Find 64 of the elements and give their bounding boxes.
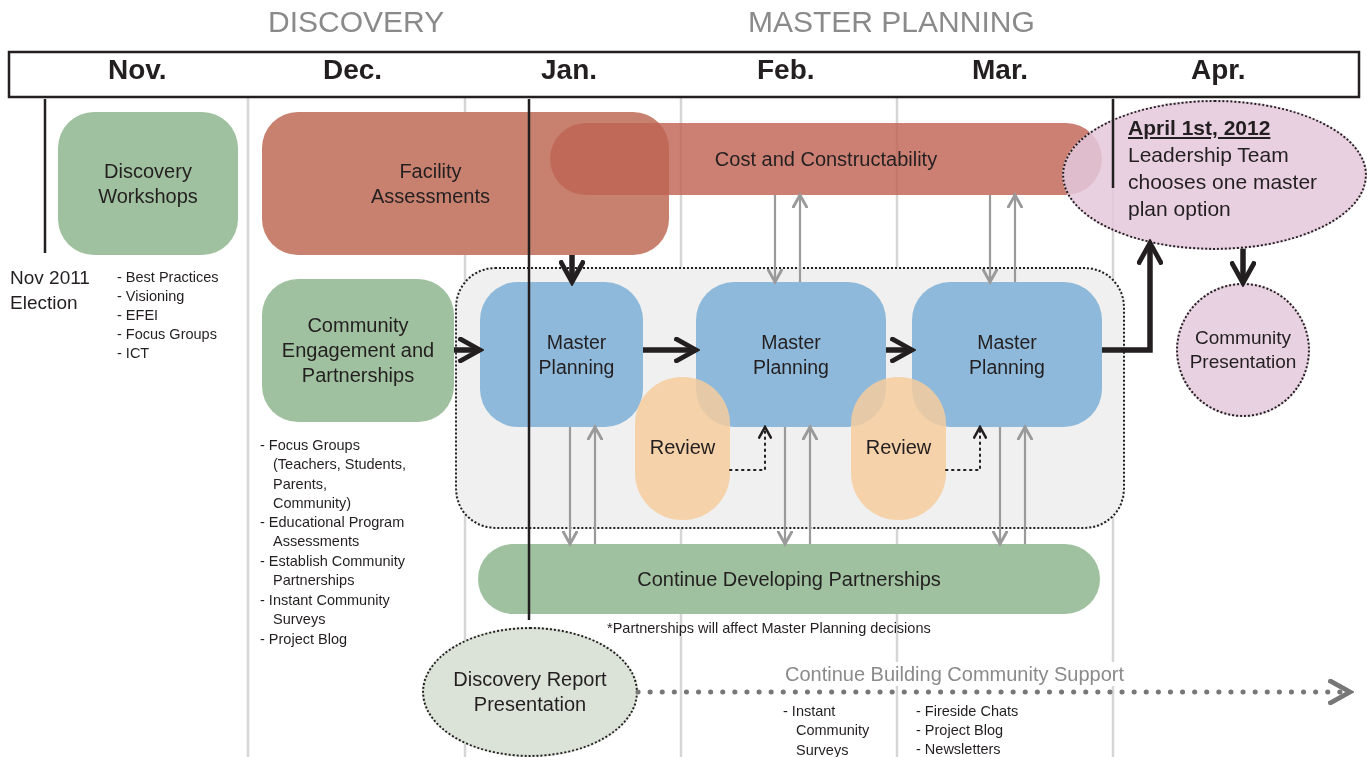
bullet-item: - ICT xyxy=(117,344,151,363)
arrow xyxy=(945,425,988,471)
process-box xyxy=(696,282,886,427)
node-label: Discovery Report Presentation xyxy=(452,667,608,717)
arrow xyxy=(766,195,784,284)
bullet-item: - Project Blog xyxy=(260,630,349,649)
node-label: Cost and Constructability xyxy=(714,146,938,172)
arrow xyxy=(561,427,579,546)
arrow xyxy=(643,336,699,364)
bullet-item: - Educational Program Assessments xyxy=(260,513,406,552)
bullet-item: - Newsletters xyxy=(916,740,1002,757)
month-label: Apr. xyxy=(1191,54,1246,86)
arrow xyxy=(791,193,809,282)
group-box xyxy=(455,267,1125,529)
process-box xyxy=(58,112,238,255)
edge-label: Continue Building Community Support xyxy=(785,662,1125,686)
month-label: Jan. xyxy=(541,54,598,86)
arrow xyxy=(454,336,483,364)
arrow xyxy=(801,425,819,544)
bullet-item: - Fireside Chats xyxy=(916,702,1020,721)
arrow xyxy=(558,255,586,285)
process-box xyxy=(262,279,454,422)
arrow xyxy=(991,427,1009,546)
month-label: Mar. xyxy=(972,54,1029,86)
bullet-item: - Establish Community Partnerships xyxy=(260,552,407,591)
process-box xyxy=(912,282,1102,427)
arrow xyxy=(1229,248,1257,286)
phase-heading: DISCOVERY xyxy=(268,5,445,39)
node-label: Master Planning xyxy=(752,329,830,380)
arrow xyxy=(1016,425,1034,544)
node-label: Master Planning xyxy=(968,329,1046,380)
bullet-item: - Instant Community Surveys xyxy=(260,591,391,630)
arrow xyxy=(886,336,915,364)
arrow xyxy=(586,425,604,544)
month-label: Feb. xyxy=(757,54,815,86)
bullet-item: - Focus Groups xyxy=(117,325,218,344)
node-label: Community Presentation xyxy=(1188,326,1298,374)
node-label: Community Engagement and Partnerships xyxy=(280,313,436,388)
arrow xyxy=(1102,240,1164,353)
bullet-item: - Focus Groups (Teachers, Students, Parents, Community) xyxy=(260,436,407,513)
arrow xyxy=(729,425,773,471)
node-label: Review xyxy=(649,435,716,460)
note-text: *Partnerships will affect Master Planning decisions xyxy=(607,620,931,636)
date-heading: April 1st, 2012 xyxy=(1128,115,1271,141)
event-label: Nov 2011 Election xyxy=(10,266,91,315)
bullet-item: - Instant Community Surveys xyxy=(783,702,871,757)
arrow xyxy=(635,678,1353,706)
phase-heading: MASTER PLANNING xyxy=(748,5,1035,39)
node-label: Discovery Workshops xyxy=(97,158,199,209)
arrow xyxy=(1006,193,1024,282)
bullet-item: - EFEI xyxy=(117,306,160,325)
node-label: Master Planning xyxy=(537,329,616,380)
node-label: Facility Assessments xyxy=(370,158,491,209)
arrow xyxy=(981,195,999,284)
node-label: Review xyxy=(865,435,932,460)
node-label: Continue Developing Partnerships xyxy=(637,566,941,592)
arrow xyxy=(776,427,794,546)
bullet-item: - Project Blog xyxy=(916,721,1005,740)
bullet-item: - Best Practices xyxy=(117,268,220,287)
month-label: Dec. xyxy=(323,54,383,86)
month-label: Nov. xyxy=(108,54,167,86)
bullet-item: - Visioning xyxy=(117,287,186,306)
process-box xyxy=(480,282,643,427)
node-label: Leadership Team chooses one master plan option xyxy=(1128,142,1319,222)
